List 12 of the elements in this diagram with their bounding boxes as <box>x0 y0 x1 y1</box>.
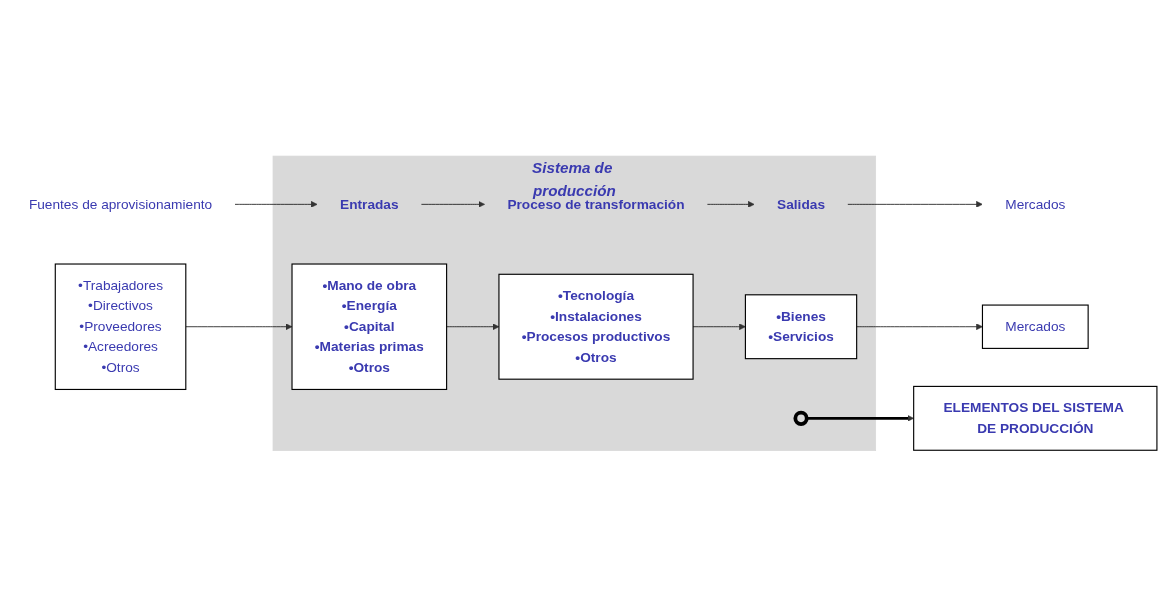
node-box: •Tecnología •Instalaciones •Procesos productivos •Otros <box>498 273 694 380</box>
node-text: Fuentes de aprovisionamiento <box>28 196 213 212</box>
node-text: Entradas <box>340 196 399 212</box>
node-text: Salidas <box>777 196 825 212</box>
node-text: Mercados <box>1005 196 1066 212</box>
node-box: •Trabajadores •Directivos •Proveedores •Acreedores •Otros <box>54 263 187 390</box>
node-box: ELEMENTOS DEL SISTEMA DE PRODUCCIÓN <box>913 385 1158 451</box>
node-box: •Bienes •Servicios <box>744 293 858 359</box>
arrow <box>806 414 914 422</box>
node-box: •Mano de obra •Energía •Capital •Materias primas •Otros <box>291 263 448 390</box>
node-box: Mercados <box>981 304 1089 349</box>
node-ellipse <box>793 410 809 426</box>
